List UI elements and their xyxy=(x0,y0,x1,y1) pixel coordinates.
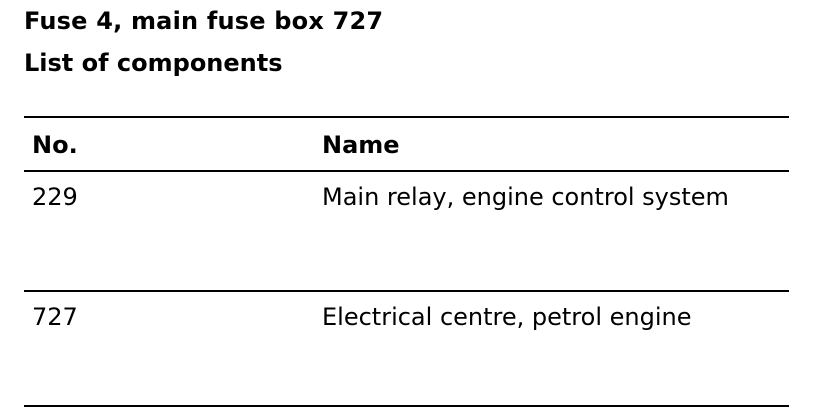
table-header-row: No. Name xyxy=(24,118,789,170)
table-row-rule xyxy=(24,290,789,292)
table-row: 229 Main relay, engine control system xyxy=(24,172,789,290)
components-table: No. Name 229 Main relay, engine control … xyxy=(24,116,789,410)
table-bottom-rule xyxy=(24,405,789,407)
component-number: 229 xyxy=(32,183,78,211)
document-title: Fuse 4, main fuse box 727 xyxy=(24,7,384,35)
table-header-rule xyxy=(24,170,789,172)
section-heading: List of components xyxy=(24,49,283,77)
component-number: 727 xyxy=(32,303,78,331)
component-name: Main relay, engine control system xyxy=(322,183,729,211)
column-header-no: No. xyxy=(32,131,78,159)
table-top-rule xyxy=(24,116,789,118)
column-header-name: Name xyxy=(322,131,400,159)
component-name: Electrical centre, petrol engine xyxy=(322,303,692,331)
table-row: 727 Electrical centre, petrol engine xyxy=(24,292,789,410)
